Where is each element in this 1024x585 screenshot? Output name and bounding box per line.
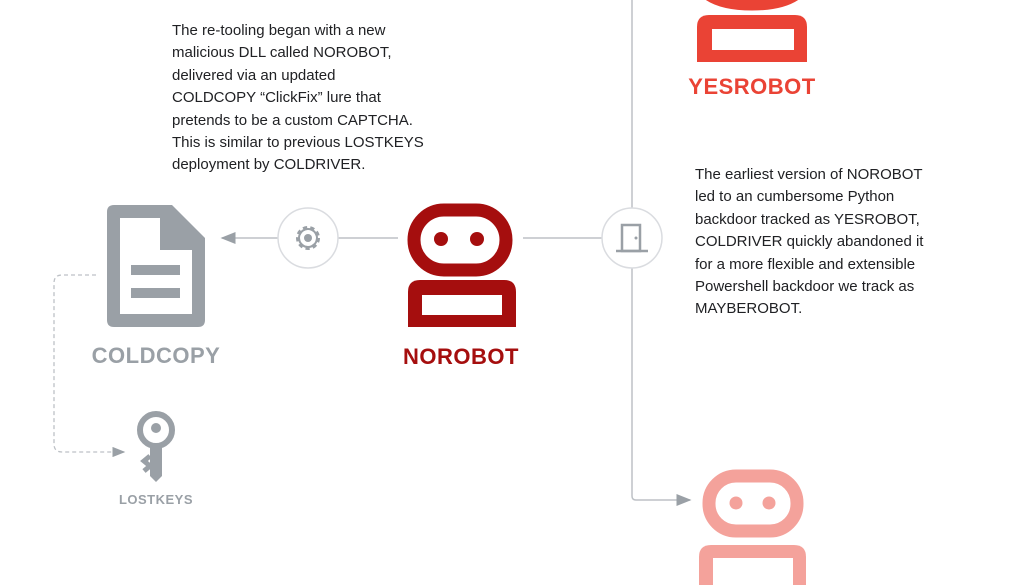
norobot-label: NOROBOT	[403, 344, 519, 369]
yesrobot-robot-icon	[697, 0, 807, 62]
document-icon	[107, 205, 205, 327]
mayberobot-robot-icon	[699, 469, 806, 585]
dashed-arrow-to-lostkeys	[53, 274, 126, 458]
coldcopy-label: COLDCOPY	[91, 343, 221, 368]
norobot-robot-icon	[407, 203, 516, 327]
gear-icon	[277, 207, 339, 269]
retooling-description: The re-tooling began with a new maliciou…	[172, 22, 424, 174]
yesrobot-description: The earliest version of NOROBOT led to a…	[695, 166, 924, 318]
door-icon	[601, 207, 663, 269]
flow-line-vertical	[631, 0, 690, 500]
lostkeys-label: LOSTKEYS	[118, 492, 194, 507]
key-icon	[137, 411, 175, 482]
yesrobot-label: YESROBOT	[688, 74, 816, 99]
